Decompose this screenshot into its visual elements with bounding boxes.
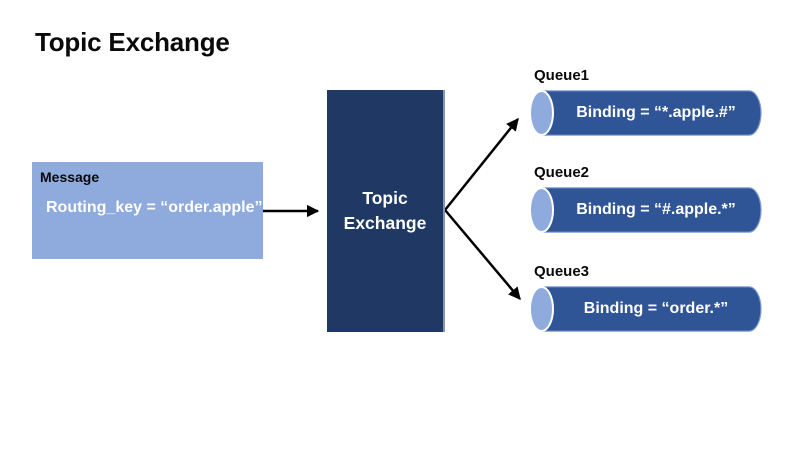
message-routing-key: Routing_key = “order.apple” <box>46 199 263 216</box>
exchange-label-line1: Topic <box>362 188 408 208</box>
queue-2-binding: Binding = “#.apple.*” <box>576 201 736 218</box>
cylinder-cap <box>529 90 554 136</box>
arrow-exchange-to-queue3 <box>444 209 521 300</box>
cylinder-shape <box>529 90 762 136</box>
message-box: Message Routing_key = “order.apple” <box>32 162 263 259</box>
queue-2-name: Queue2 <box>534 164 590 181</box>
cylinder-body <box>540 286 762 332</box>
queue-1-binding: Binding = “*.apple.#” <box>576 104 736 121</box>
queue-2-cylinder: Binding = “#.apple.*” <box>529 187 763 233</box>
queue-1-cylinder: Binding = “*.apple.#” <box>529 90 763 136</box>
exchange-label-line2: Exchange <box>343 213 427 233</box>
queue-3-cylinder: Binding = “order.*” <box>529 286 763 332</box>
cylinder-cap <box>529 187 554 233</box>
cylinder-shape <box>529 187 762 233</box>
cylinder-cap <box>529 286 554 332</box>
cylinder-body <box>540 187 762 233</box>
exchange-box: Topic Exchange <box>327 90 445 332</box>
arrow-exchange-to-queue1 <box>444 118 519 211</box>
diagram-title: Topic Exchange <box>35 27 230 57</box>
cylinder-body <box>540 90 762 136</box>
queue-3-binding: Binding = “order.*” <box>583 300 729 317</box>
queue-3-name: Queue3 <box>534 263 590 280</box>
queue-2: Queue2 Binding = “#.apple.*” <box>529 164 763 233</box>
cylinder-shape <box>529 286 762 332</box>
message-label: Message <box>40 169 100 185</box>
queue-1-name: Queue1 <box>534 67 590 84</box>
queue-3: Queue3 Binding = “order.*” <box>529 263 763 332</box>
queue-1: Queue1 Binding = “*.apple.#” <box>529 67 763 136</box>
